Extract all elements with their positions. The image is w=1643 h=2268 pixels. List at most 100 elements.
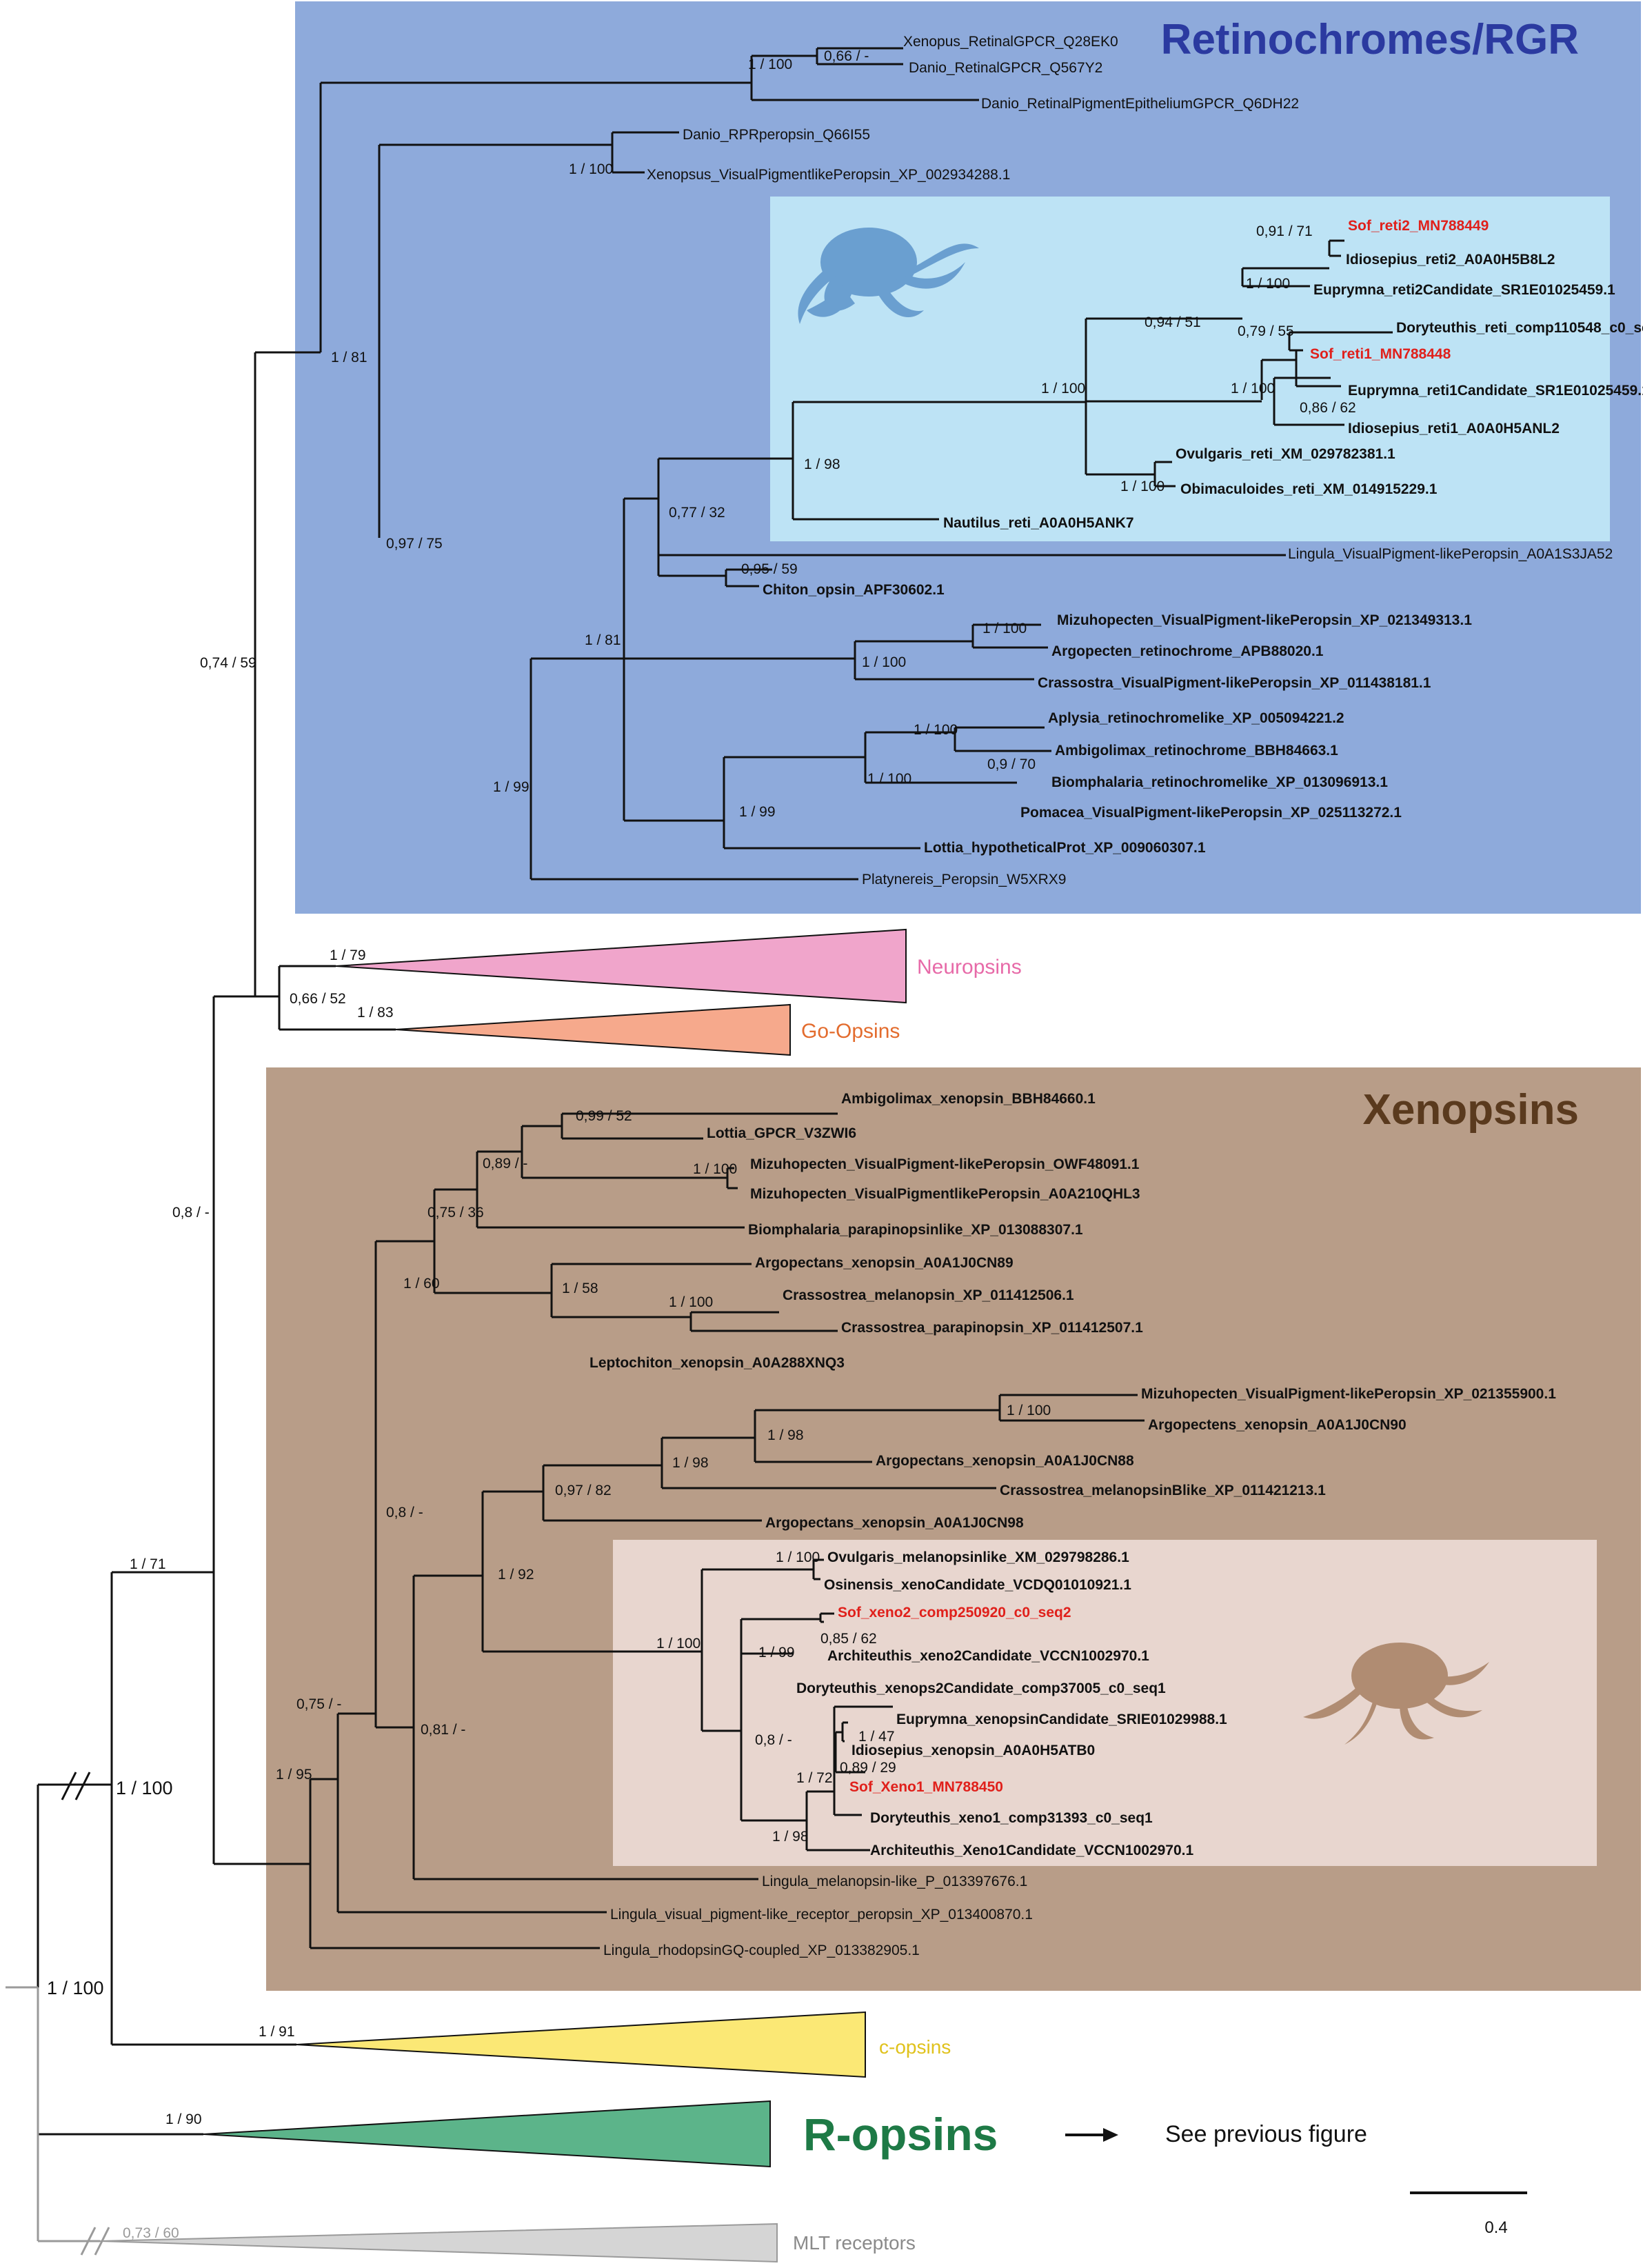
leaf: Xenopus_RetinalGPCR_Q28EK0 [903, 34, 1118, 50]
leaf: Obimaculoides_reti_XM_014915229.1 [1180, 481, 1438, 497]
leaf: Lingula_visual_pigment-like_receptor_per… [610, 1907, 1033, 1923]
svg-text:1 / 100: 1 / 100 [748, 57, 792, 72]
leaf-highlight: Sof_xeno2_comp250920_c0_seq2 [838, 1605, 1071, 1620]
svg-text:1 / 81: 1 / 81 [585, 632, 621, 648]
leaf: Pomacea_VisualPigment-likePeropsin_XP_02… [1020, 805, 1402, 821]
svg-text:0,97 / 82: 0,97 / 82 [555, 1483, 612, 1498]
leaf: Euprymna_reti2Candidate_SR1E01025459.1 [1313, 282, 1615, 298]
leaf: Crassostrea_melanopsinBlike_XP_011421213… [1000, 1483, 1326, 1498]
leaf: Lottia_GPCR_V3ZWI6 [707, 1125, 856, 1141]
svg-text:1 / 100: 1 / 100 [862, 654, 906, 670]
xenopsins-title: Xenopsins [1362, 1086, 1579, 1134]
leaf: Mizuhopecten_VisualPigment-likePeropsin_… [750, 1156, 1140, 1172]
retino-branches [319, 47, 1393, 881]
goopsins-triangle [395, 1003, 791, 1056]
octopus-icon-brown [1303, 1643, 1489, 1745]
svg-text:1 / 90: 1 / 90 [165, 2111, 202, 2127]
svg-text:1 / 60: 1 / 60 [403, 1276, 440, 1292]
neuropsins-triangle [335, 928, 907, 1004]
leaf: Ambigolimax_retinochrome_BBH84663.1 [1055, 743, 1338, 759]
leaf: Chiton_opsin_APF30602.1 [763, 582, 945, 598]
retinochromes-title: Retinochromes/RGR [1161, 16, 1579, 63]
leaf-highlight: Sof_reti1_MN788448 [1310, 346, 1451, 362]
svg-text:0,75 / -: 0,75 / - [296, 1696, 341, 1712]
leaf: Euprymna_reti1Candidate_SR1E01025459.1 [1348, 383, 1643, 399]
svg-text:1 / 72: 1 / 72 [796, 1770, 833, 1786]
svg-text:1 / 99: 1 / 99 [739, 804, 776, 820]
leaf: Idiosepius_xenopsin_A0A0H5ATB0 [851, 1743, 1095, 1758]
svg-text:0,85 / 62: 0,85 / 62 [820, 1631, 877, 1647]
svg-text:1 / 98: 1 / 98 [772, 1829, 809, 1845]
support-values: 1 / 100 0,66 / - 1 / 100 0,91 / 71 1 / 1… [47, 48, 1356, 2241]
svg-text:1 / 100: 1 / 100 [914, 722, 958, 738]
leaf: Danio_RetinalPigmentEpitheliumGPCR_Q6DH2… [981, 96, 1299, 112]
leaf: Crassostra_VisualPigment-likePeropsin_XP… [1038, 675, 1431, 691]
svg-text:0,8 / -: 0,8 / - [386, 1505, 423, 1521]
leaf: Doryteuthis_reti_comp110548_c0_seq1 [1396, 320, 1643, 336]
leaf: Ovulgaris_melanopsinlike_XM_029798286.1 [827, 1549, 1129, 1565]
leaf: Crassostrea_parapinopsin_XP_011412507.1 [841, 1320, 1143, 1336]
leaf: Danio_RetinalGPCR_Q567Y2 [909, 60, 1102, 76]
ropsins-label: R-opsins [803, 2109, 998, 2160]
svg-text:1 / 98: 1 / 98 [804, 456, 840, 472]
svg-text:1 / 99: 1 / 99 [758, 1645, 795, 1660]
leaf-highlight: Sof_Xeno1_MN788450 [849, 1779, 1003, 1795]
svg-text:0,91 / 71: 0,91 / 71 [1256, 223, 1313, 239]
svg-text:1 / 100: 1 / 100 [47, 1978, 104, 1998]
svg-text:0,99 / 52: 0,99 / 52 [576, 1108, 632, 1124]
leaf: Biomphalaria_retinochromelike_XP_0130969… [1051, 774, 1388, 790]
svg-text:1 / 100: 1 / 100 [116, 1778, 173, 1798]
leaf-highlight: Sof_reti2_MN788449 [1348, 218, 1489, 234]
svg-text:1 / 98: 1 / 98 [672, 1455, 709, 1471]
leaf: Xenopsus_VisualPigmentlikePeropsin_XP_00… [647, 167, 1010, 183]
leaf: Platynereis_Peropsin_W5XRX9 [862, 872, 1066, 887]
neuropsins-label: Neuropsins [917, 956, 1022, 979]
leaf: Euprymna_xenopsinCandidate_SRIE01029988.… [896, 1712, 1227, 1727]
svg-text:0,66 / -: 0,66 / - [824, 48, 869, 64]
svg-text:1 / 100: 1 / 100 [656, 1636, 700, 1652]
svg-text:0,77 / 32: 0,77 / 32 [669, 505, 725, 521]
leaf: Leptochiton_xenopsin_A0A288XNQ3 [589, 1355, 845, 1371]
svg-text:1 / 58: 1 / 58 [562, 1281, 598, 1296]
svg-text:1 / 100: 1 / 100 [982, 621, 1027, 636]
leaf: Crassostrea_melanopsin_XP_011412506.1 [783, 1287, 1074, 1303]
svg-text:0,79 / 55: 0,79 / 55 [1238, 323, 1294, 339]
leaf: Idiosepius_reti1_A0A0H5ANL2 [1348, 421, 1560, 436]
svg-text:1 / 100: 1 / 100 [569, 161, 613, 177]
scale-label: 0.4 [1484, 2218, 1507, 2237]
mlt-label: MLT receptors [793, 2232, 916, 2254]
octopus-icon-blue [798, 228, 979, 324]
svg-text:0,73 / 60: 0,73 / 60 [123, 2225, 179, 2241]
leaf: Argopecten_retinochrome_APB88020.1 [1051, 643, 1324, 659]
svg-text:1 / 71: 1 / 71 [130, 1556, 166, 1572]
svg-text:1 / 47: 1 / 47 [858, 1729, 895, 1745]
mlt-triangle [99, 2222, 778, 2263]
copsins-triangle [296, 2011, 866, 2078]
leaf: Architeuthis_xeno2Candidate_VCCN1002970.… [827, 1648, 1149, 1664]
svg-text:1 / 95: 1 / 95 [276, 1767, 312, 1783]
leaf: Lingula_rhodopsinGQ-coupled_XP_013382905… [603, 1943, 920, 1958]
svg-text:1 / 79: 1 / 79 [330, 947, 366, 963]
leaf: Biomphalaria_parapinopsinlike_XP_0130883… [748, 1222, 1083, 1238]
leaf: Doryteuthis_xenops2Candidate_comp37005_c… [796, 1680, 1166, 1696]
svg-text:0,75 / 36: 0,75 / 36 [427, 1205, 484, 1221]
svg-text:0,86 / 62: 0,86 / 62 [1300, 400, 1356, 416]
leaf: Danio_RPRperopsin_Q66I55 [683, 127, 870, 143]
ropsins-triangle [203, 2100, 771, 2168]
svg-text:1 / 100: 1 / 100 [669, 1294, 713, 1310]
svg-text:0,74 / 59: 0,74 / 59 [200, 655, 256, 671]
svg-text:0,94 / 51: 0,94 / 51 [1145, 314, 1201, 330]
leaf: Mizuhopecten_VisualPigment-likePeropsin_… [1141, 1386, 1556, 1402]
svg-text:0,97 / 75: 0,97 / 75 [386, 536, 443, 552]
xeno-branches [212, 995, 1145, 1949]
leaf: Mizuhopecten_VisualPigment-likePeropsin_… [1057, 612, 1472, 628]
svg-text:0,8 / -: 0,8 / - [172, 1205, 210, 1221]
svg-text:0,95 / 59: 0,95 / 59 [741, 561, 798, 577]
svg-text:0,81 / -: 0,81 / - [421, 1722, 465, 1738]
svg-text:1 / 98: 1 / 98 [767, 1427, 804, 1443]
leaf: Argopectans_xenopsin_A0A1J0CN89 [755, 1255, 1014, 1271]
goopsins-label: Go-Opsins [801, 1020, 900, 1043]
leaf: Lingula_melanopsin-like_P_013397676.1 [762, 1874, 1027, 1889]
svg-text:1 / 100: 1 / 100 [693, 1161, 737, 1177]
